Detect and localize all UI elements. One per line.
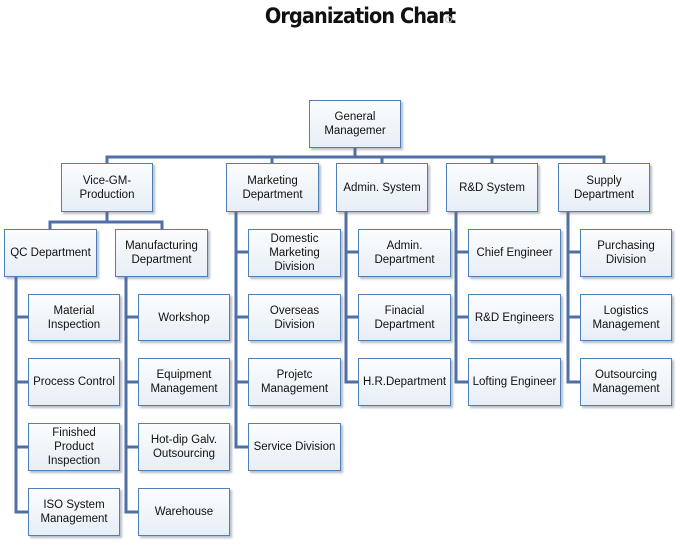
node-equipment-management[interactable]: Equipment Management — [138, 358, 230, 406]
node-outsourcing-management[interactable]: Outsourcing Management — [580, 358, 672, 406]
title-mark — [445, 16, 452, 23]
node-hr-department[interactable]: H.R.Department — [358, 358, 451, 406]
node-financial-department[interactable]: Finacial Department — [358, 294, 451, 341]
node-vice-gm-production[interactable]: Vice-GM-Production — [61, 163, 153, 212]
node-hot-dip-galv-outsourcing[interactable]: Hot-dip Galv. Outsourcing — [138, 423, 230, 471]
node-overseas-division[interactable]: Overseas Division — [248, 294, 341, 341]
node-finished-product-inspection[interactable]: Finished Product Inspection — [28, 423, 120, 471]
node-rnd-engineers[interactable]: R&D Engineers — [468, 294, 561, 341]
chart-title: Organization Chart — [264, 4, 456, 28]
node-lofting-engineer[interactable]: Lofting Engineer — [468, 358, 561, 406]
node-rnd-system[interactable]: R&D System — [446, 163, 538, 212]
node-qc-department[interactable]: QC Department — [4, 229, 97, 277]
node-warehouse[interactable]: Warehouse — [138, 488, 230, 536]
node-supply-department[interactable]: Supply Department — [558, 163, 650, 212]
node-general-manager[interactable]: General Managemer — [309, 100, 401, 148]
node-manufacturing-department[interactable]: Manufacturing Department — [115, 229, 208, 277]
node-workshop[interactable]: Workshop — [138, 294, 230, 341]
node-admin-system[interactable]: Admin. System — [336, 163, 428, 212]
node-chief-engineer[interactable]: Chief Engineer — [468, 229, 561, 277]
node-project-management[interactable]: Projetc Management — [248, 358, 341, 406]
node-process-control[interactable]: Process Control — [28, 358, 120, 406]
node-purchasing-division[interactable]: Purchasing Division — [580, 229, 672, 277]
node-service-division[interactable]: Service Division — [248, 423, 341, 471]
node-admin-department[interactable]: Admin. Department — [358, 229, 451, 277]
node-domestic-marketing-division[interactable]: Domestic Marketing Division — [248, 229, 341, 277]
node-iso-system-management[interactable]: ISO System Management — [28, 488, 120, 536]
node-marketing-department[interactable]: Marketing Department — [226, 163, 319, 212]
node-material-inspection[interactable]: Material Inspection — [28, 294, 120, 341]
node-logistics-management[interactable]: Logistics Management — [580, 294, 672, 341]
